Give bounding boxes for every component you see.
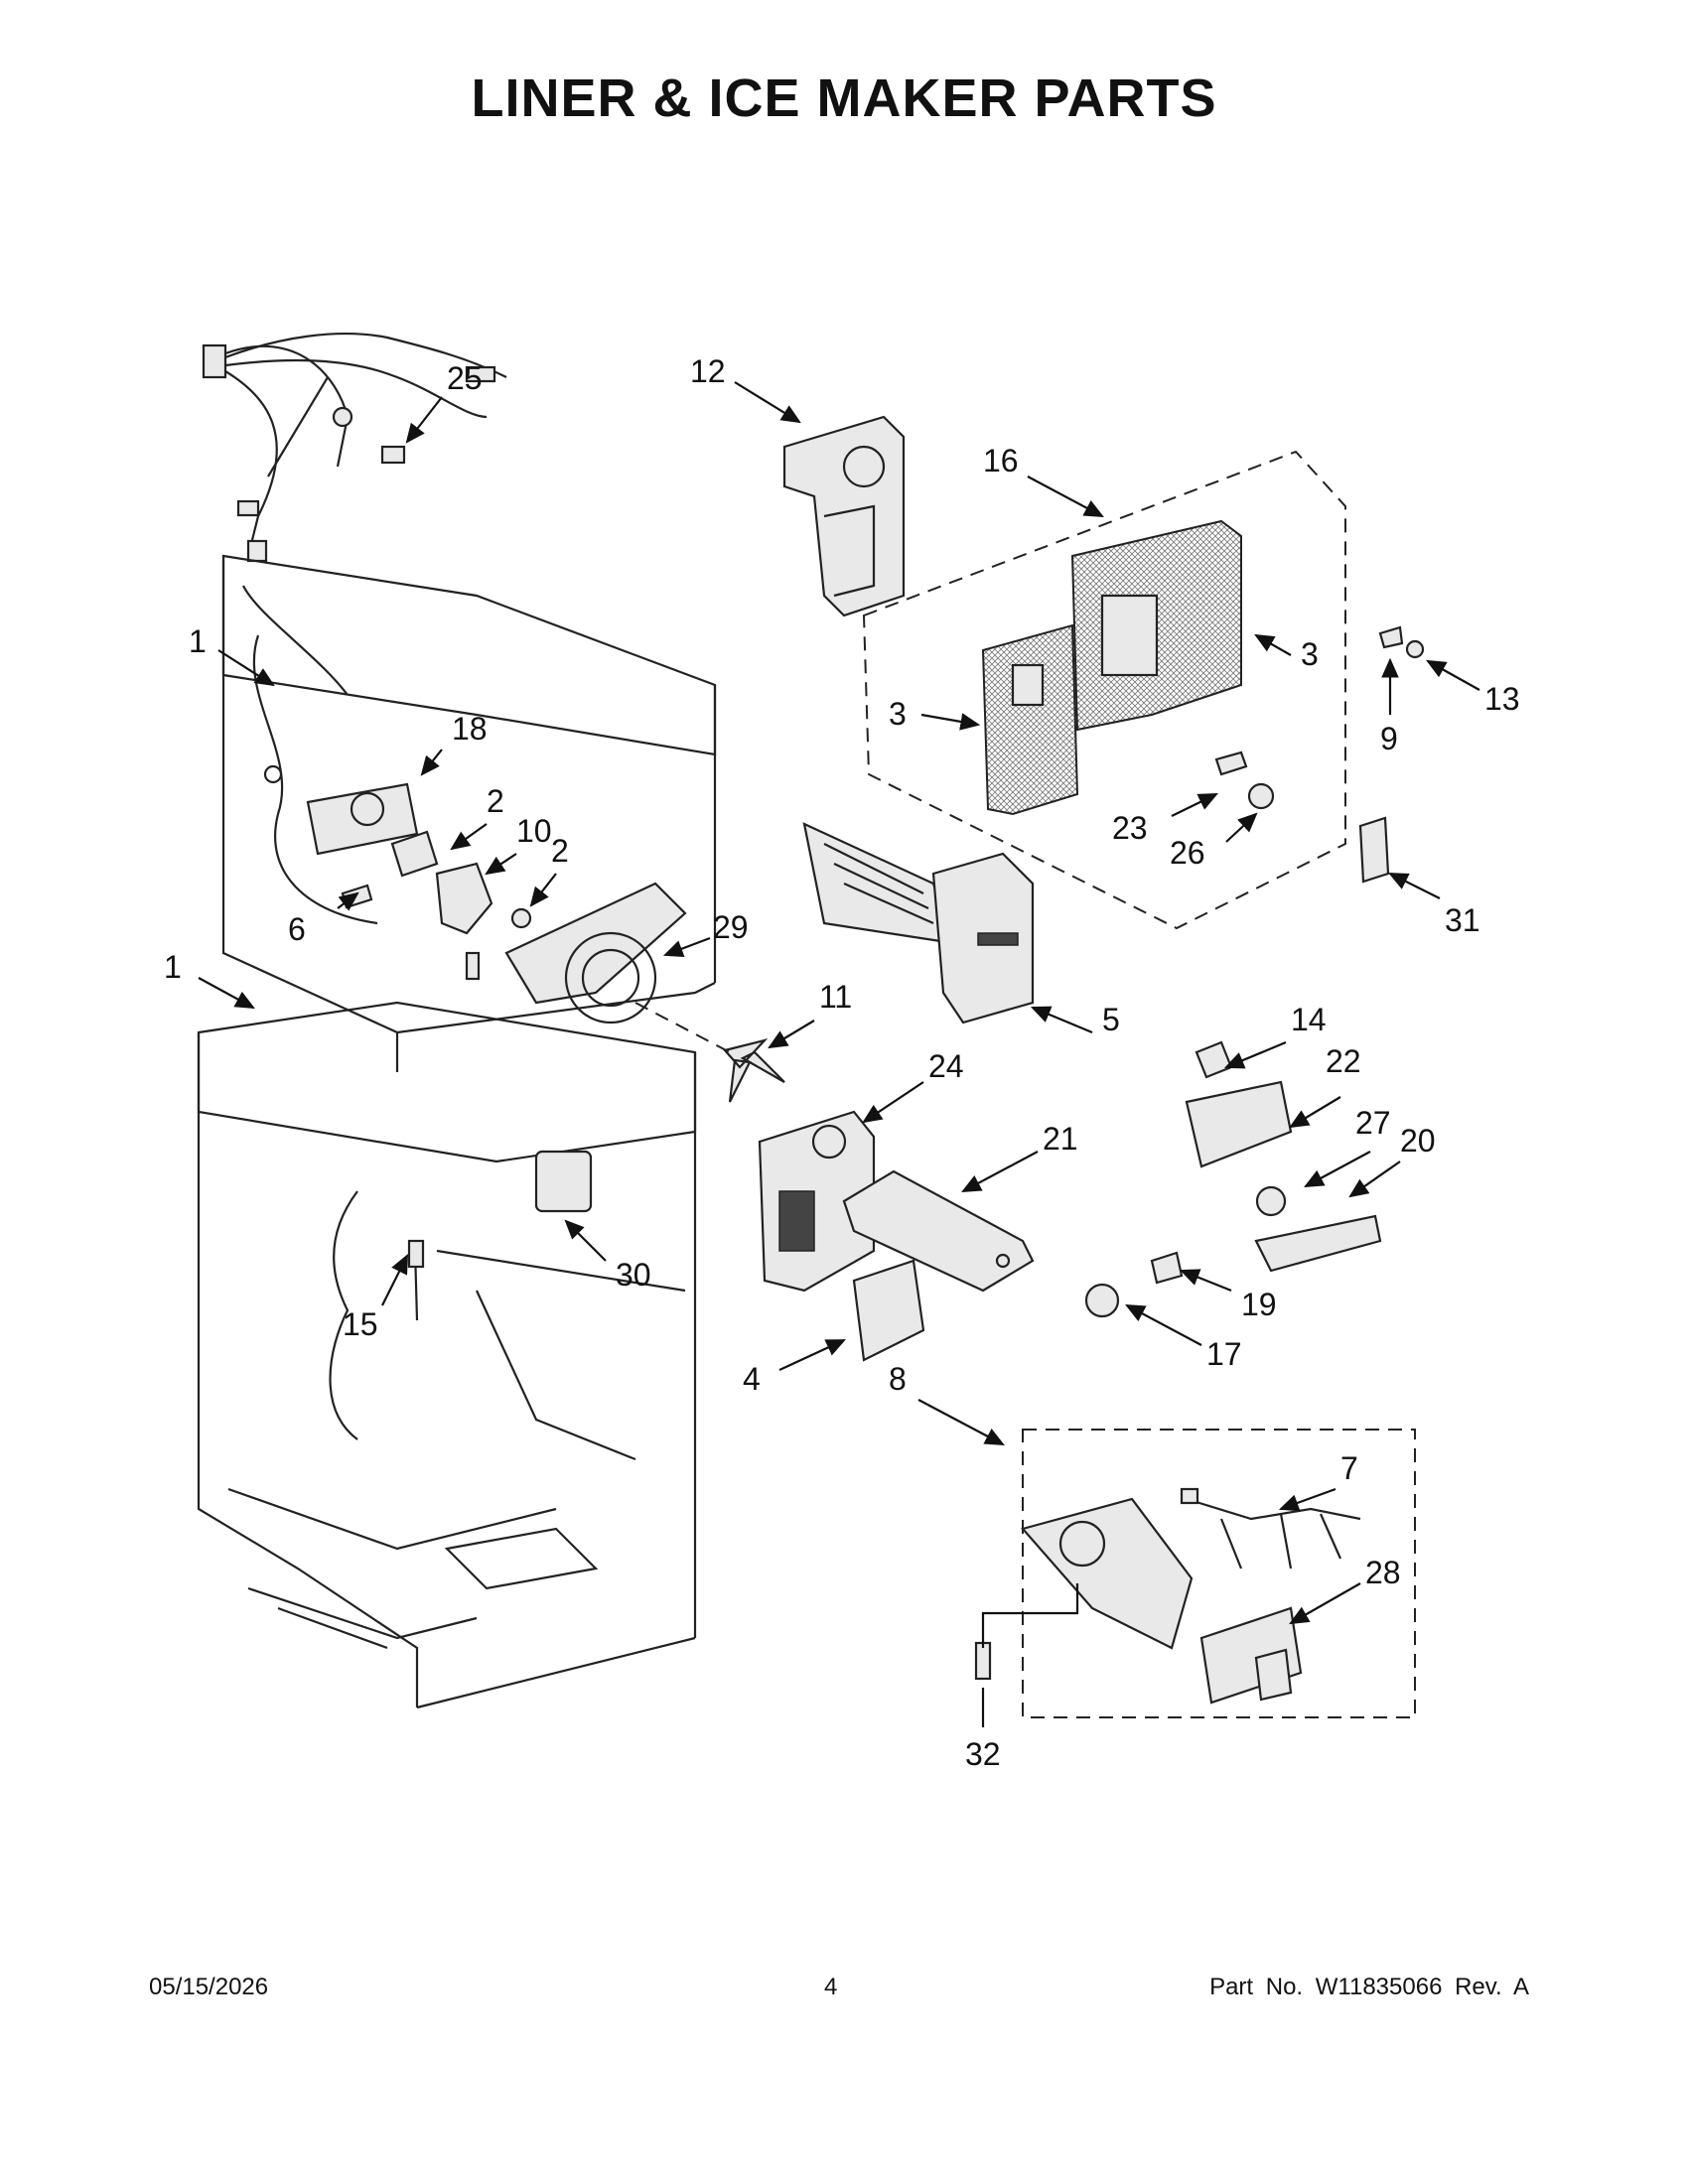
- callout-19: 19: [1241, 1287, 1277, 1322]
- wire-harness-7: [1180, 1487, 1361, 1570]
- callout-15: 15: [343, 1306, 378, 1342]
- grommet-2: [390, 830, 439, 878]
- control-box-28: [1199, 1606, 1303, 1705]
- socket-17: [1084, 1283, 1120, 1318]
- ice-bin-chute-8: [1021, 1497, 1194, 1650]
- sensor-30: [534, 1150, 593, 1213]
- bulb-27: [1255, 1185, 1287, 1217]
- callout-24: 24: [928, 1048, 964, 1084]
- callout-26: 26: [1170, 835, 1205, 871]
- callout-13: 13: [1484, 681, 1520, 717]
- callout-17: 17: [1206, 1336, 1242, 1372]
- screw-9: [1378, 625, 1404, 649]
- screw-6: [341, 884, 373, 909]
- support-bracket-21: [842, 1169, 1035, 1293]
- light-switch-14: [1195, 1040, 1233, 1079]
- ice-maker-5: [802, 822, 1035, 1024]
- grommet-2b: [510, 907, 532, 929]
- leader-lines: [198, 381, 1480, 1727]
- callout-4: 4: [743, 1361, 761, 1397]
- callout-3: 3: [1301, 636, 1319, 672]
- callout-28: 28: [1365, 1555, 1401, 1590]
- footer-date: 05/15/2026: [149, 1974, 269, 2000]
- callout-32: 32: [965, 1736, 1001, 1772]
- cover-4: [852, 1259, 925, 1362]
- callout-21: 21: [1043, 1121, 1078, 1157]
- screw-32: [974, 1641, 992, 1681]
- callout-10: 10: [516, 813, 552, 849]
- ice-maker-group-16-boundary: [862, 450, 1346, 930]
- callout-2b: 2: [551, 833, 569, 869]
- callout-8: 8: [889, 1361, 907, 1397]
- callout-18: 18: [452, 711, 488, 747]
- callout-11: 11: [819, 979, 852, 1015]
- evaporator-cover-29: [504, 882, 687, 1024]
- callout-29: 29: [713, 909, 749, 945]
- fan-blade-11: [722, 1038, 785, 1103]
- callout-27: 27: [1355, 1105, 1391, 1141]
- footer-part-number: Part No. W11835066 Rev. A: [1209, 1974, 1529, 2000]
- callout-1b: 1: [164, 949, 182, 985]
- leader-32-connector: [981, 1583, 1079, 1648]
- auger-motor-housing-24: [758, 1110, 876, 1293]
- wire-harness-25: [202, 333, 507, 563]
- ice-maker-cover-3: [1070, 519, 1242, 732]
- ice-maker-housing-12: [782, 415, 906, 617]
- page-title: LINER & ICE MAKER PARTS: [471, 68, 1217, 128]
- callout-20: 20: [1400, 1123, 1436, 1159]
- dispenser-group-8-boundary: [1022, 1429, 1416, 1718]
- callout-14: 14: [1291, 1002, 1327, 1037]
- plug-13: [1405, 639, 1425, 659]
- callout-12: 12: [690, 353, 726, 389]
- callout-5: 5: [1102, 1002, 1120, 1037]
- knob-26: [1247, 782, 1275, 810]
- callout-25: 25: [447, 360, 483, 396]
- callout-30: 30: [616, 1257, 651, 1293]
- fresh-food-liner-upper: [221, 554, 717, 1072]
- callout-9: 9: [1380, 721, 1398, 756]
- callout-16: 16: [983, 443, 1019, 478]
- fan-bracket-18: [306, 782, 419, 856]
- clip-23: [1214, 751, 1248, 776]
- callout-7: 7: [1340, 1450, 1358, 1486]
- freezer-liner-lower: [197, 1001, 697, 1709]
- callout-1: 1: [189, 623, 207, 659]
- clip-19: [1150, 1251, 1184, 1285]
- callout-22: 22: [1326, 1043, 1361, 1079]
- ice-maker-cover-3b: [981, 623, 1079, 816]
- fan-motor-10: [435, 862, 493, 981]
- callout-31: 31: [1445, 902, 1480, 938]
- light-lens-20: [1254, 1214, 1382, 1273]
- footer-page-number: 4: [824, 1974, 838, 2000]
- callout-2: 2: [487, 783, 504, 819]
- light-housing-22: [1185, 1080, 1293, 1168]
- callout-labels: 25 12 16 1 18 3 3 9 13 2 10 2 6 23 26 29…: [164, 353, 1520, 1772]
- thermistor-15: [407, 1239, 425, 1321]
- callout-23: 23: [1112, 810, 1148, 846]
- callout-3b: 3: [889, 696, 907, 732]
- bracket-31: [1358, 816, 1390, 884]
- callout-6: 6: [288, 911, 306, 947]
